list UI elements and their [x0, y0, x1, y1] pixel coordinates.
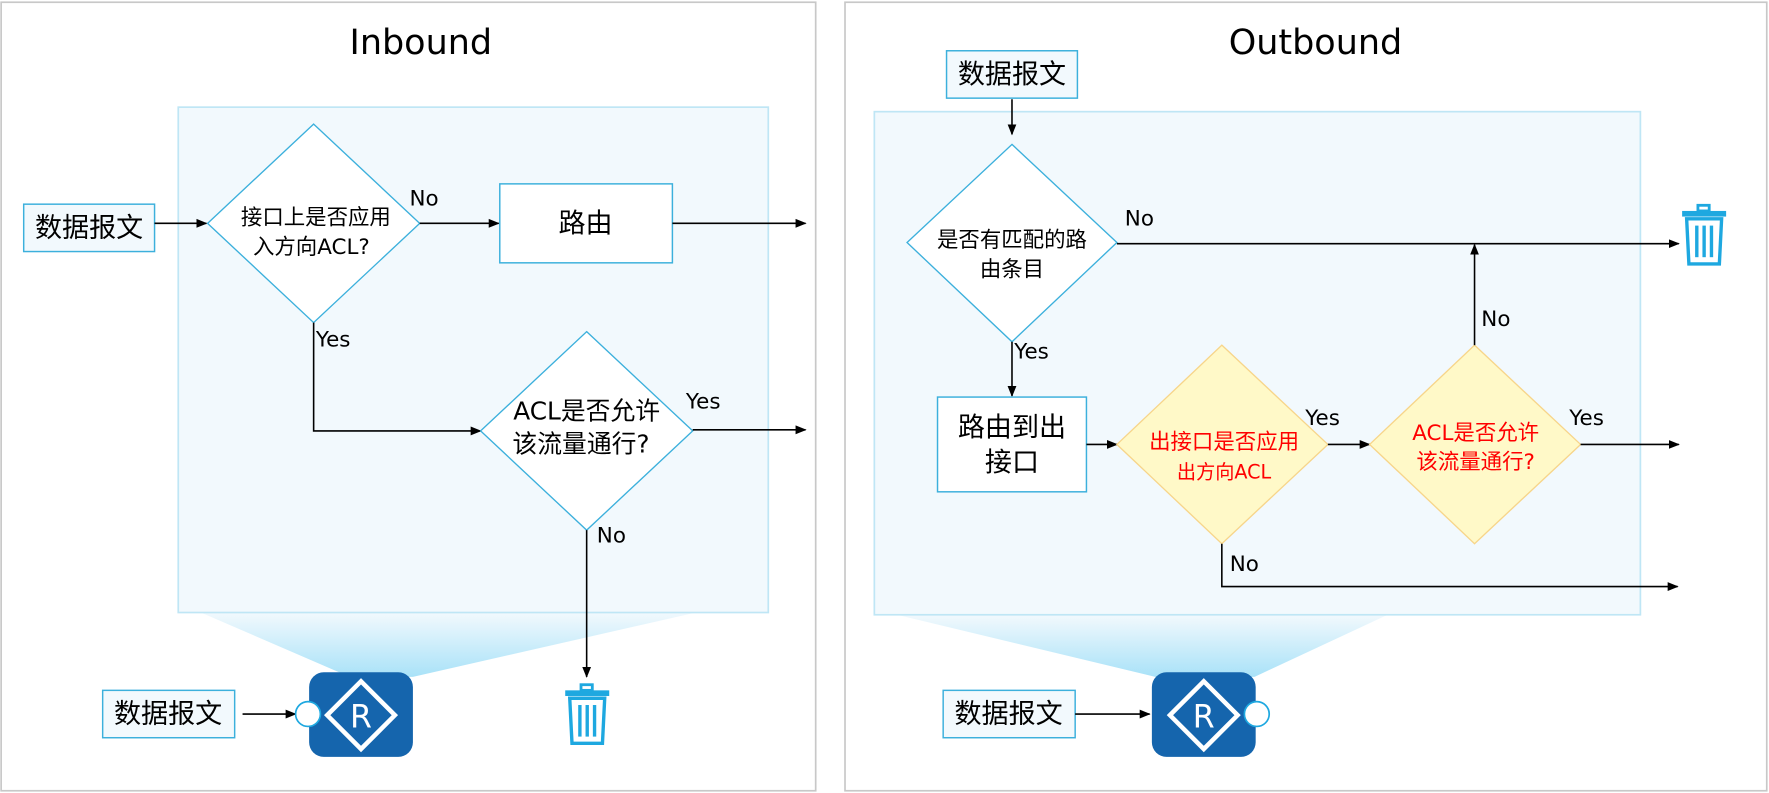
outbound-router-icon: R — [1151, 672, 1271, 757]
outbound-packet-box — [945, 50, 1079, 99]
outbound-decision-route-match-line1: 是否有匹配的路 — [937, 228, 1087, 253]
outbound-label-yes-applied: Yes — [1304, 406, 1340, 431]
outbound-trash-icon — [1682, 203, 1727, 266]
inbound-router-letter: R — [350, 700, 372, 736]
inbound-decision-acl-permit-line2: 该流量通行? — [512, 429, 649, 458]
outbound-label-yes-route: Yes — [1013, 340, 1049, 365]
outbound-route-to-iface-line2: 接口 — [985, 448, 1039, 479]
outbound-bottom-packet-label: 数据报文 — [954, 699, 1062, 730]
outbound-router-port — [1243, 700, 1271, 728]
inbound-trash-icon — [565, 683, 610, 746]
outbound-packet-label: 数据报文 — [958, 59, 1066, 90]
inbound-panel: Inbound 数据报文 接口上是否应用 入方向ACL? No 路由 Yes A… — [0, 1, 817, 792]
outbound-decision-acl-applied-line1: 出接口是否应用 — [1149, 430, 1299, 455]
inbound-bottom-packet-label: 数据报文 — [114, 699, 222, 730]
inbound-packet-label: 数据报文 — [35, 213, 143, 244]
outbound-decision-route-match-line2: 由条目 — [980, 257, 1044, 282]
outbound-panel: Outbound 数据报文 是否有匹配的路 由条目 No Yes 路由到出 接口 — [844, 1, 1768, 792]
outbound-route-to-iface-line1: 路由到出 — [958, 413, 1066, 444]
inbound-decision-acl-applied-line1: 接口上是否应用 — [241, 205, 391, 230]
outbound-label-no-permit: No — [1481, 307, 1510, 332]
outbound-decision-acl-applied-line2: 出方向ACL — [1177, 460, 1272, 483]
outbound-decision-acl-permit-line2: 该流量通行? — [1416, 450, 1534, 475]
inbound-routing-label: 路由 — [558, 208, 612, 239]
inbound-label-yes-1: Yes — [315, 327, 351, 352]
outbound-decision-acl-permit-line1: ACL是否允许 — [1412, 421, 1539, 446]
outbound-label-no-route: No — [1125, 207, 1154, 232]
inbound-router-beam — [200, 612, 697, 677]
inbound-bottom-packet-box — [101, 689, 236, 739]
inbound-label-no-2: No — [597, 524, 626, 549]
arrow-yes-to-permit — [312, 322, 482, 436]
inbound-label-yes-2: Yes — [685, 389, 721, 414]
outbound-label-yes-permit: Yes — [1568, 406, 1604, 431]
arrow-applied-no-out — [1221, 543, 1679, 591]
inbound-routing-box — [499, 183, 674, 264]
outbound-bottom-packet-box — [942, 689, 1076, 739]
outbound-title: Outbound — [1229, 23, 1403, 63]
outbound-router-letter: R — [1193, 700, 1215, 736]
inbound-packet-box — [22, 203, 156, 253]
inbound-title: Inbound — [350, 23, 493, 63]
inbound-label-no-1: No — [410, 186, 439, 211]
inbound-router-icon: R — [294, 672, 413, 757]
inbound-decision-acl-permit-line1: ACL是否允许 — [513, 397, 660, 426]
inbound-decision-acl-applied-line2: 入方向ACL? — [253, 235, 370, 260]
outbound-router-beam — [896, 614, 1388, 677]
outbound-route-to-iface-box — [936, 396, 1088, 493]
outbound-decision-acl-permit — [1368, 344, 1582, 545]
outbound-label-no-applied: No — [1230, 552, 1259, 577]
inbound-router-port — [294, 700, 322, 728]
